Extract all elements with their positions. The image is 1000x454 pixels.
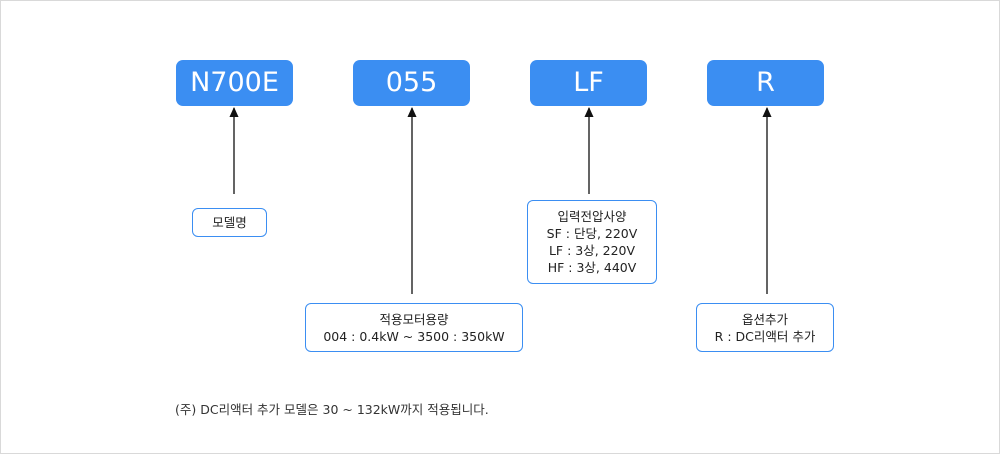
label-voltage-lf: LF : 3상, 220V [548, 243, 636, 258]
label-box-voltage: 입력전압사양 SF : 단당, 220V LF : 3상, 220V HF : … [527, 200, 657, 284]
code-capacity: 055 [353, 60, 470, 106]
code-voltage: LF [530, 60, 647, 106]
label-box-option: 옵션추가 R : DC리액터 추가 [696, 303, 834, 352]
label-voltage-title: 입력전압사양 [557, 209, 627, 224]
label-model-title: 모델명 [212, 215, 247, 230]
code-series: N700E [176, 60, 293, 106]
footnote: (주) DC리액터 추가 모델은 30 ~ 132kW까지 적용됩니다. [175, 402, 489, 417]
label-option-r: R : DC리액터 추가 [714, 329, 816, 344]
label-capacity-title: 적용모터용량 [379, 312, 449, 327]
label-capacity-range: 004 : 0.4kW ~ 3500 : 350kW [323, 329, 505, 344]
code-option: R [707, 60, 824, 106]
label-box-model: 모델명 [192, 208, 267, 237]
label-box-capacity: 적용모터용량 004 : 0.4kW ~ 3500 : 350kW [305, 303, 523, 352]
label-voltage-hf: HF : 3상, 440V [547, 260, 637, 275]
label-voltage-sf: SF : 단당, 220V [546, 226, 638, 241]
label-option-title: 옵션추가 [741, 312, 788, 327]
